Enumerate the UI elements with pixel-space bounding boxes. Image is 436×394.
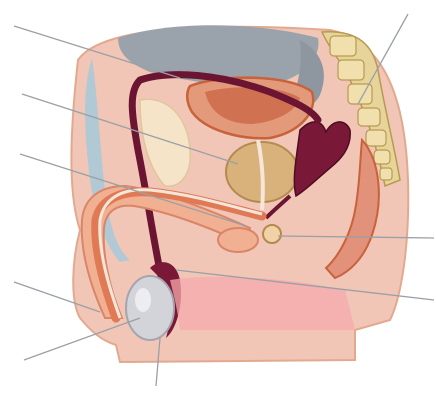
vertebra	[338, 60, 364, 80]
vertebra	[380, 168, 392, 180]
testis-highlight	[135, 288, 151, 312]
testis	[126, 276, 174, 340]
vertebra	[366, 130, 386, 146]
vertebra	[374, 150, 390, 164]
vertebra	[330, 36, 356, 56]
penile-bulb	[218, 228, 258, 252]
bulbourethral-gland	[263, 225, 281, 243]
vertebra	[358, 108, 380, 126]
